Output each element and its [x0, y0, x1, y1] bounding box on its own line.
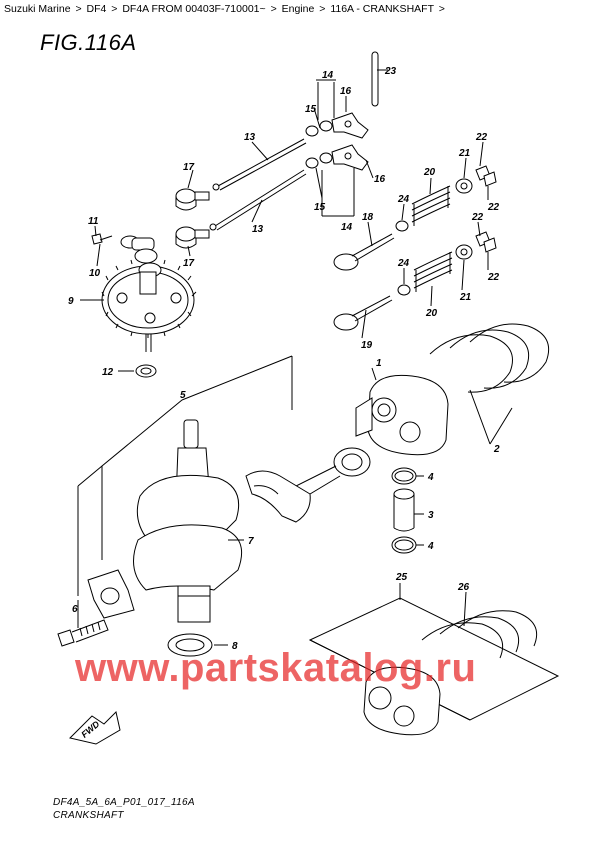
piston-kit-piston[interactable] — [363, 666, 441, 736]
figure-caption: CRANKSHAFT — [53, 810, 124, 821]
callout-13[interactable]: 13 — [252, 224, 264, 235]
valve-19[interactable] — [333, 295, 393, 331]
fwd-arrow-icon — [69, 711, 121, 745]
callout-16[interactable]: 16 — [340, 86, 352, 97]
leader-lines — [77, 69, 513, 646]
callout-15[interactable]: 15 — [314, 202, 326, 213]
piston-1[interactable] — [355, 374, 449, 456]
breadcrumb-item-engine[interactable]: Engine — [281, 3, 315, 15]
breadcrumb-separator: > — [111, 3, 118, 15]
piston-pin-3[interactable] — [393, 488, 415, 532]
piston-rings-2[interactable] — [429, 323, 550, 393]
breadcrumb-separator: > — [438, 3, 445, 15]
callout-22[interactable]: 22 — [475, 132, 488, 143]
breadcrumb: Suzuki Marine > DF4 > DF4A FROM 00403F-7… — [4, 3, 447, 15]
callout-26[interactable]: 26 — [457, 582, 470, 593]
spring-retainer-21-upper[interactable] — [455, 178, 473, 194]
bolt-10[interactable] — [91, 233, 113, 245]
crankshaft-bearing-cap[interactable] — [87, 569, 135, 619]
pushrod-23[interactable] — [371, 51, 379, 107]
callout-4[interactable]: 4 — [427, 472, 434, 483]
callout-18[interactable]: 18 — [362, 212, 374, 223]
valve-18[interactable] — [333, 233, 395, 271]
bolt-6[interactable] — [57, 619, 109, 647]
pushrod-13-upper[interactable] — [212, 138, 307, 191]
callout-11[interactable]: 11 — [88, 216, 99, 227]
pushrod-13-lower[interactable] — [209, 169, 307, 231]
callout-3[interactable]: 3 — [428, 510, 434, 521]
breadcrumb-item-df4[interactable]: DF4 — [86, 3, 107, 15]
valve-spring-20-upper[interactable] — [411, 185, 451, 226]
callout-21[interactable]: 21 — [458, 148, 471, 159]
callout-22[interactable]: 22 — [487, 202, 500, 213]
callout-16[interactable]: 16 — [374, 174, 386, 185]
breadcrumb-separator: > — [75, 3, 82, 15]
connecting-rod[interactable] — [245, 447, 371, 523]
callout-15[interactable]: 15 — [305, 104, 317, 115]
callout-4[interactable]: 4 — [427, 541, 434, 552]
callout-8[interactable]: 8 — [232, 641, 238, 652]
callout-13[interactable]: 13 — [244, 132, 256, 143]
callout-1[interactable]: 1 — [376, 358, 382, 369]
callout-22[interactable]: 22 — [487, 272, 500, 283]
rocker-arm-upper[interactable] — [305, 112, 369, 139]
breadcrumb-separator: > — [319, 3, 326, 15]
callout-14[interactable]: 14 — [341, 222, 353, 233]
piston-rings-26[interactable] — [421, 610, 538, 659]
callout-7[interactable]: 7 — [248, 536, 254, 547]
valve-seal-24-upper[interactable] — [395, 220, 409, 232]
tappet-17-upper[interactable] — [175, 188, 210, 211]
valve-seal-24-lower[interactable] — [397, 284, 411, 296]
callout-19[interactable]: 19 — [361, 340, 373, 351]
callout-25[interactable]: 25 — [395, 572, 408, 583]
callout-24[interactable]: 24 — [397, 258, 410, 269]
callout-6[interactable]: 6 — [72, 604, 78, 615]
callout-20[interactable]: 20 — [423, 167, 436, 178]
breadcrumb-item-suzuki-marine[interactable]: Suzuki Marine — [4, 3, 71, 15]
callout-17[interactable]: 17 — [183, 258, 195, 269]
valve-spring-20-lower[interactable] — [413, 251, 453, 292]
breadcrumb-item-df4a-serial[interactable]: DF4A FROM 00403F-710001~ — [122, 3, 266, 15]
callout-5[interactable]: 5 — [180, 390, 186, 401]
oil-seal-8[interactable] — [167, 633, 213, 657]
piston-pin-circlip-4-lower[interactable] — [391, 536, 417, 554]
spring-retainer-21-lower[interactable] — [455, 244, 473, 260]
breadcrumb-item-crankshaft[interactable]: 116A - CRANKSHAFT — [330, 3, 434, 15]
callout-2[interactable]: 2 — [493, 444, 500, 455]
callout-14[interactable]: 14 — [322, 70, 334, 81]
figure-code: DF4A_5A_6A_P01_017_116A — [53, 797, 195, 808]
callout-24[interactable]: 24 — [397, 194, 410, 205]
breadcrumb-separator: > — [270, 3, 277, 15]
figure-title: FIG.116A — [40, 30, 137, 55]
thrust-washer-12[interactable] — [135, 364, 157, 378]
callout-17[interactable]: 17 — [183, 162, 195, 173]
camshaft[interactable] — [120, 235, 162, 295]
callout-23[interactable]: 23 — [384, 66, 397, 77]
callout-20[interactable]: 20 — [425, 308, 438, 319]
callout-10[interactable]: 10 — [89, 268, 101, 279]
piston-pin-circlip-4-upper[interactable] — [391, 467, 417, 485]
crankshaft-5[interactable] — [133, 419, 242, 623]
rocker-arm-lower[interactable] — [305, 144, 369, 171]
callout-9[interactable]: 9 — [68, 296, 74, 307]
watermark-text: www.partskatalog.ru — [75, 646, 477, 690]
callout-21[interactable]: 21 — [459, 292, 472, 303]
tappet-17-lower[interactable] — [175, 226, 210, 249]
callout-22[interactable]: 22 — [471, 212, 484, 223]
valve-cotter-22[interactable] — [475, 165, 497, 253]
callout-12[interactable]: 12 — [102, 367, 114, 378]
